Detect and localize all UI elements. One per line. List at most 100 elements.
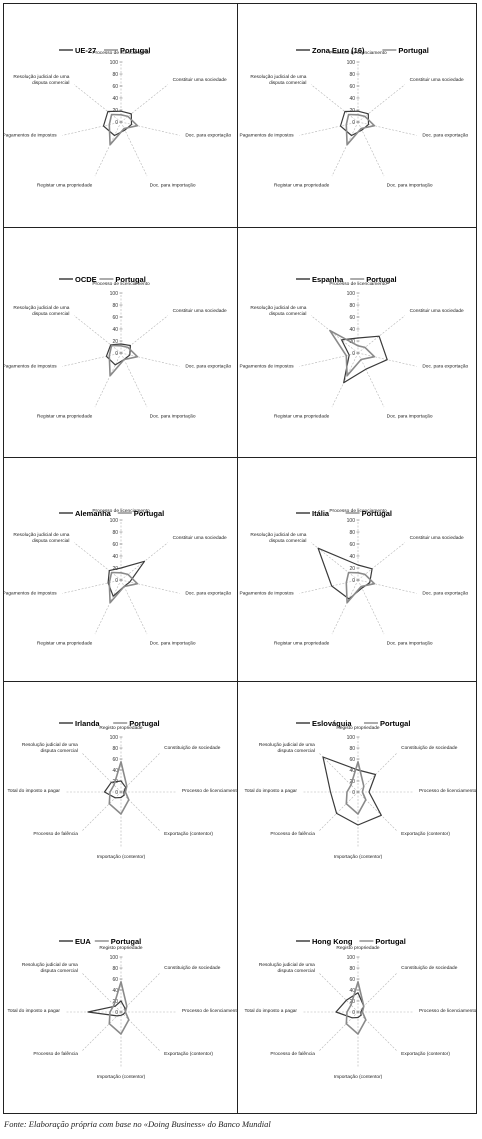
axis-label: Registo propriedade [336, 945, 380, 951]
axis-spoke [120, 352, 180, 367]
legend-label: Hong Kong [312, 937, 353, 946]
axis-label: Processo de falência [33, 831, 78, 837]
legend-label: Portugal [129, 719, 159, 728]
axis-label: Constituir uma sociedade [410, 308, 464, 314]
axis-label: Exportação (contentor) [164, 831, 213, 837]
axis-label: Doc. para exportação [422, 133, 468, 139]
axis-label: Total do imposto a pagar [7, 1008, 60, 1014]
tick-label: 80 [112, 72, 118, 78]
axis-spoke [331, 121, 359, 177]
axis-label: Pagamentos de impostos [4, 133, 57, 139]
tick-label: 60 [349, 542, 355, 548]
axis-spoke [357, 579, 385, 635]
tick-label: 40 [112, 988, 118, 994]
axis-label: Processo de licenciamento [329, 50, 387, 56]
legend-label: Espanha [312, 275, 344, 284]
legend-label: EUA [75, 937, 91, 946]
axis-spoke [318, 972, 359, 1013]
axis-spoke [120, 352, 148, 408]
axis-spoke [73, 315, 122, 354]
tick-label: 0 [352, 120, 355, 126]
tick-label: 40 [112, 554, 118, 560]
series-line-portugal [345, 571, 376, 604]
series-line-portugal [329, 329, 376, 377]
legend-label: Portugal [398, 46, 428, 55]
series-line-portugal [345, 761, 367, 815]
axis-spoke [81, 1011, 122, 1052]
axis-label: Constituir uma sociedade [410, 535, 464, 541]
tick-label: 40 [112, 327, 118, 333]
tick-label: 100 [110, 518, 119, 524]
tick-label: 0 [352, 790, 355, 796]
axis-label: Processo de falência [270, 831, 315, 837]
series-line-portugal [108, 344, 139, 377]
axis-label: Doc. para importação [150, 182, 196, 188]
axis-label: Exportação (contentor) [401, 1051, 450, 1057]
tick-label: 80 [112, 530, 118, 536]
tick-label: 80 [349, 530, 355, 536]
tick-label: 60 [349, 757, 355, 763]
axis-spoke [299, 579, 359, 594]
axis-spoke [120, 1011, 161, 1052]
axis-label: Processo de falência [33, 1051, 78, 1057]
tick-label: 0 [115, 1010, 118, 1016]
tick-label: 80 [349, 72, 355, 78]
axis-spoke [299, 352, 359, 367]
legend-label: Zona Euro (16) [312, 46, 365, 55]
axis-spoke [357, 579, 417, 594]
series-line-alemanha [107, 560, 146, 597]
axis-label: Exportação (contentor) [401, 831, 450, 837]
axis-spoke [94, 121, 122, 177]
legend-label: Portugal [362, 509, 392, 518]
legend: Zona Euro (16) Portugal [296, 46, 429, 55]
tick-label: 0 [115, 120, 118, 126]
axis-spoke [81, 791, 122, 832]
legend-label: Irlanda [75, 719, 100, 728]
tick-label: 40 [349, 554, 355, 560]
axis-spoke [318, 791, 359, 832]
axis-label: Constituir uma sociedade [173, 535, 227, 541]
series-line-ocde [105, 343, 132, 366]
axis-spoke [310, 315, 359, 354]
legend-label: Itália [312, 509, 330, 518]
tick-label: 100 [347, 60, 356, 66]
axis-label: Pagamentos de impostos [240, 133, 295, 139]
series-line-portugal [108, 761, 130, 815]
tick-label: 60 [112, 542, 118, 548]
tick-label: 20 [112, 339, 118, 345]
tick-label: 80 [112, 966, 118, 972]
axis-label: Importação (contentor) [334, 854, 383, 860]
axis-label: Processo de licenciamento [92, 508, 150, 514]
axis-label: Registar uma propriedade [37, 182, 93, 188]
tick-label: 100 [110, 955, 119, 961]
legend-label: Portugal [115, 275, 145, 284]
legend-label: UE-27 [75, 46, 96, 55]
tick-label: 80 [349, 746, 355, 752]
tick-label: 0 [352, 351, 355, 357]
axis-spoke [62, 121, 122, 136]
axis-label: Processo de licenciamento [182, 788, 238, 794]
radar-chart-zona-euro: Zona Euro (16)Portugal020406080100Proces… [240, 46, 469, 188]
axis-label: Registar uma propriedade [274, 640, 330, 646]
legend-label: Portugal [375, 937, 405, 946]
legend: Irlanda Portugal [59, 719, 160, 728]
axis-label: Doc. para exportação [185, 133, 231, 139]
axis-label: Doc. para importação [387, 640, 433, 646]
